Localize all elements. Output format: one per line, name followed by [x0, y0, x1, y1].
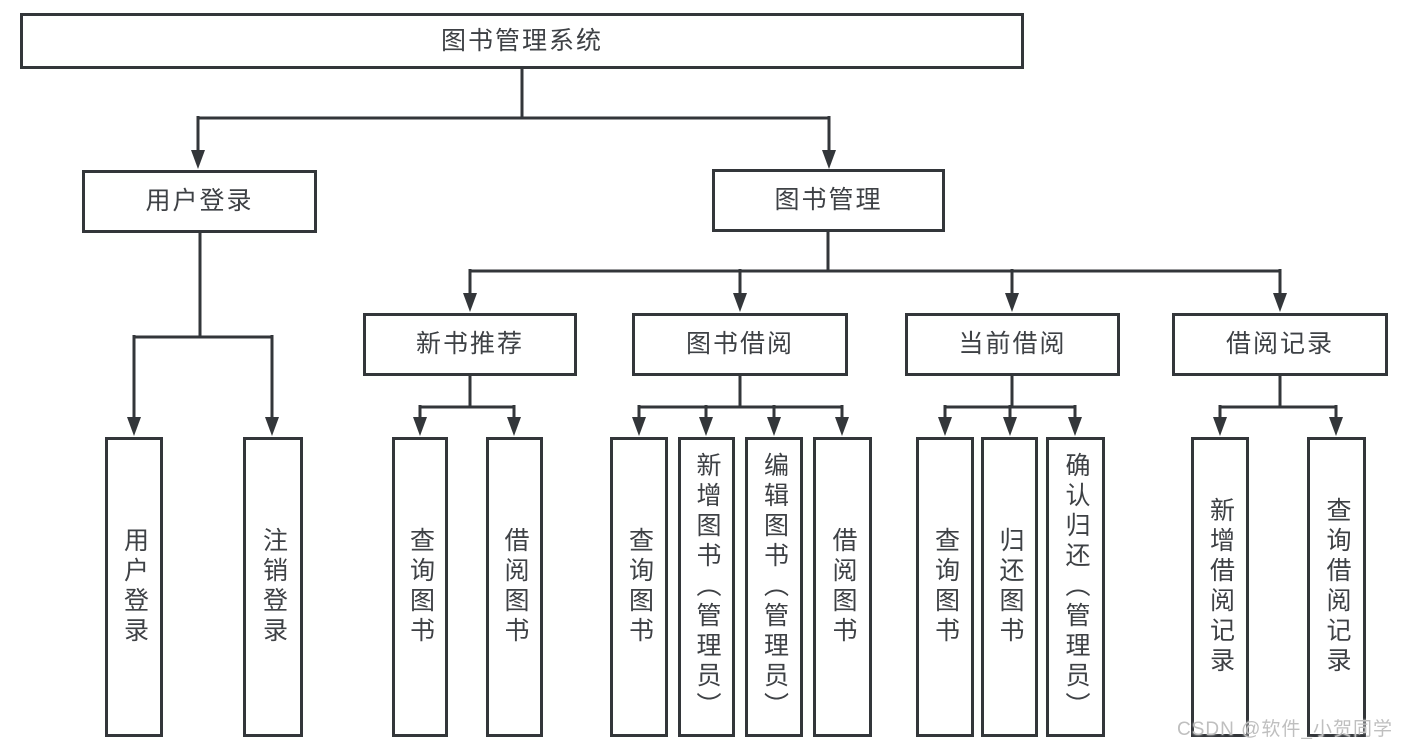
arrowhead: [822, 150, 836, 169]
arrowhead: [632, 417, 646, 436]
leaf-add-book-admin: 新增图书（管理员）: [678, 437, 735, 737]
arrowhead: [463, 293, 477, 312]
arrowhead: [733, 293, 747, 312]
arrowhead: [767, 417, 781, 436]
node-borrow-records: 借阅记录: [1172, 313, 1388, 376]
leaf-query-borrow-record: 查询借阅记录: [1307, 437, 1366, 737]
leaf-borrow-books-borrow: 借阅图书: [813, 437, 872, 737]
arrowhead: [699, 417, 713, 436]
arrowhead: [191, 150, 205, 169]
leaf-confirm-return-admin: 确认归还（管理员）: [1046, 437, 1105, 737]
leaf-query-books-current: 查询图书: [916, 437, 974, 737]
leaf-add-borrow-record: 新增借阅记录: [1191, 437, 1249, 737]
arrowhead: [938, 417, 952, 436]
leaf-query-books-recommend: 查询图书: [392, 437, 448, 737]
arrowhead: [127, 417, 141, 436]
node-user-login: 用户登录: [82, 170, 317, 233]
arrowhead: [1003, 417, 1017, 436]
arrowhead: [1273, 293, 1287, 312]
leaf-return-book: 归还图书: [981, 437, 1038, 737]
node-current-borrow: 当前借阅: [905, 313, 1120, 376]
arrowhead: [835, 417, 849, 436]
leaf-query-books-borrow: 查询图书: [610, 437, 668, 737]
watermark: CSDN @软件_小贺同学: [1177, 719, 1393, 740]
arrowhead: [1005, 293, 1019, 312]
arrowhead: [413, 417, 427, 436]
arrowhead: [265, 417, 279, 436]
node-book-borrow: 图书借阅: [632, 313, 848, 376]
leaf-user-login: 用户登录: [105, 437, 163, 737]
node-new-book-recommend: 新书推荐: [363, 313, 577, 376]
arrowhead: [1213, 417, 1227, 436]
leaf-edit-book-admin: 编辑图书（管理员）: [745, 437, 803, 737]
arrowhead: [1329, 417, 1343, 436]
node-library-management-system: 图书管理系统: [20, 13, 1024, 69]
leaf-borrow-books-recommend: 借阅图书: [486, 437, 543, 737]
arrowhead: [507, 417, 521, 436]
arrowhead: [1068, 417, 1082, 436]
node-book-management: 图书管理: [712, 169, 945, 232]
leaf-logout: 注销登录: [243, 437, 303, 737]
